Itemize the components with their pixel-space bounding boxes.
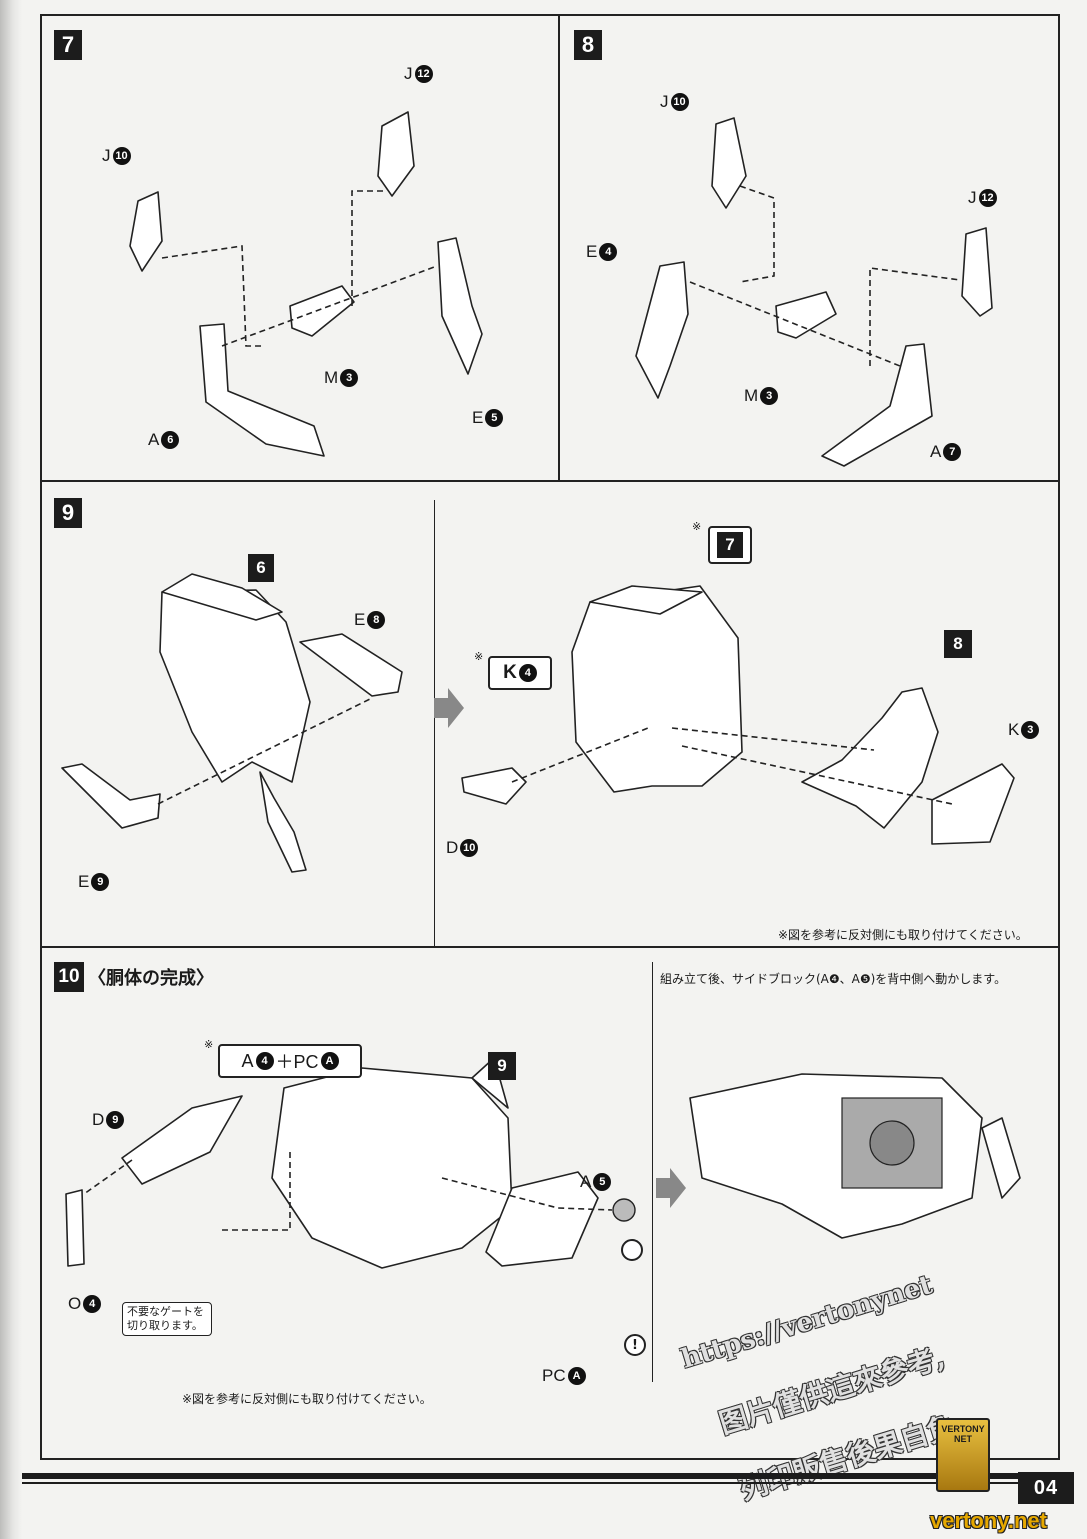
warning-mark: ! (632, 1337, 638, 1353)
step-number: 10 (54, 962, 84, 992)
part-number: 12 (978, 189, 997, 207)
part-number: 5 (593, 1173, 612, 1191)
step-8-illustration (635, 117, 993, 467)
part-number: 4 (255, 1052, 274, 1070)
part-number: 12 (414, 65, 433, 83)
part-letter: A (241, 1050, 254, 1071)
footer-bar-thin (22, 1482, 1062, 1484)
step-10-divider (652, 962, 653, 1382)
part-number: 6 (161, 431, 180, 449)
asterisk-mark: ※ (204, 1038, 214, 1051)
watermark-site: vertony.net (930, 1508, 1047, 1533)
part-number: 10 (460, 839, 479, 857)
step-number: 7 (54, 30, 82, 60)
part-letter: E (472, 408, 484, 427)
ref-step-7-number: 7 (717, 532, 743, 558)
part-number: A (567, 1367, 586, 1385)
part-number: 3 (340, 369, 359, 387)
warning-icon: ! (624, 1334, 646, 1356)
step-7-illustration (129, 111, 483, 457)
part-letter: PC (542, 1366, 566, 1385)
mirror-note: ※図を参考に反対側にも取り付けてください。 (182, 1392, 432, 1406)
footer-bar (22, 1473, 1062, 1479)
part-letter: K (1008, 720, 1020, 739)
ref-step-6: 6 (248, 554, 274, 582)
part-letter: A (148, 430, 160, 449)
step-number: 8 (574, 30, 602, 60)
step-10-illustration (65, 1057, 1021, 1269)
step-10-panel: 10 〈胴体の完成〉 組み立て後、サイドブロック(A❹、A❺)を背中側へ動かしま… (42, 948, 1058, 1460)
ref-step-9: 9 (488, 1052, 516, 1080)
plus-pc: ＋PC (275, 1052, 319, 1072)
part-number: 4 (83, 1295, 102, 1313)
part-number: 10 (670, 93, 689, 111)
part-letter: A (580, 1172, 592, 1191)
part-letter: D (446, 838, 459, 857)
part-letter: E (354, 610, 366, 629)
step-title: 〈胴体の完成〉 (88, 968, 214, 989)
part-letter: J (968, 188, 977, 207)
logo-text: VERTONY NET (941, 1424, 985, 1444)
vertony-logo: VERTONY NET (936, 1418, 990, 1492)
part-number: 9 (106, 1111, 125, 1129)
part-letter: M (324, 368, 339, 387)
part-letter: J (660, 92, 669, 111)
step-9-panel: 9 6 ※ (42, 482, 1058, 948)
part-letter: J (404, 64, 413, 83)
part-number: 3 (1021, 721, 1040, 739)
part-number: 8 (367, 611, 386, 629)
part-number: 10 (112, 147, 131, 165)
part-number: 9 (91, 873, 110, 891)
page-number: 04 (1018, 1472, 1074, 1504)
part-letter: M (744, 386, 759, 405)
part-letter: A (930, 442, 942, 461)
part-number: 4 (518, 664, 537, 682)
part-combo-a4-pca: A 4 ＋PC A (218, 1044, 362, 1078)
part-number: 3 (760, 387, 779, 405)
part-number: 5 (485, 409, 504, 427)
part-letter: E (78, 872, 90, 891)
part-number: 7 (943, 443, 962, 461)
part-number: 4 (599, 243, 618, 261)
gate-callout: 不要なゲートを切り取ります。 (122, 1302, 212, 1336)
part-letter: J (102, 146, 111, 165)
step-9-divider (434, 500, 435, 948)
mirror-note: ※図を参考に反対側にも取り付けてください。 (778, 928, 1028, 942)
binding-edge (0, 0, 22, 1539)
after-assembly-note: 組み立て後、サイドブロック(A❹、A❺)を背中側へ動かします。 (660, 972, 1007, 986)
part-number: A (320, 1052, 339, 1070)
step-9-illustration (61, 573, 1015, 873)
part-letter: O (68, 1294, 82, 1313)
asterisk-mark: ※ (692, 520, 702, 533)
ref-step-8: 8 (944, 630, 972, 658)
asterisk-mark: ※ (474, 650, 484, 663)
part-letter: E (586, 242, 598, 261)
part-letter: K (503, 662, 517, 683)
part-letter: D (92, 1110, 105, 1129)
ref-step-7: 7 (708, 526, 752, 564)
step-number: 9 (54, 498, 82, 528)
